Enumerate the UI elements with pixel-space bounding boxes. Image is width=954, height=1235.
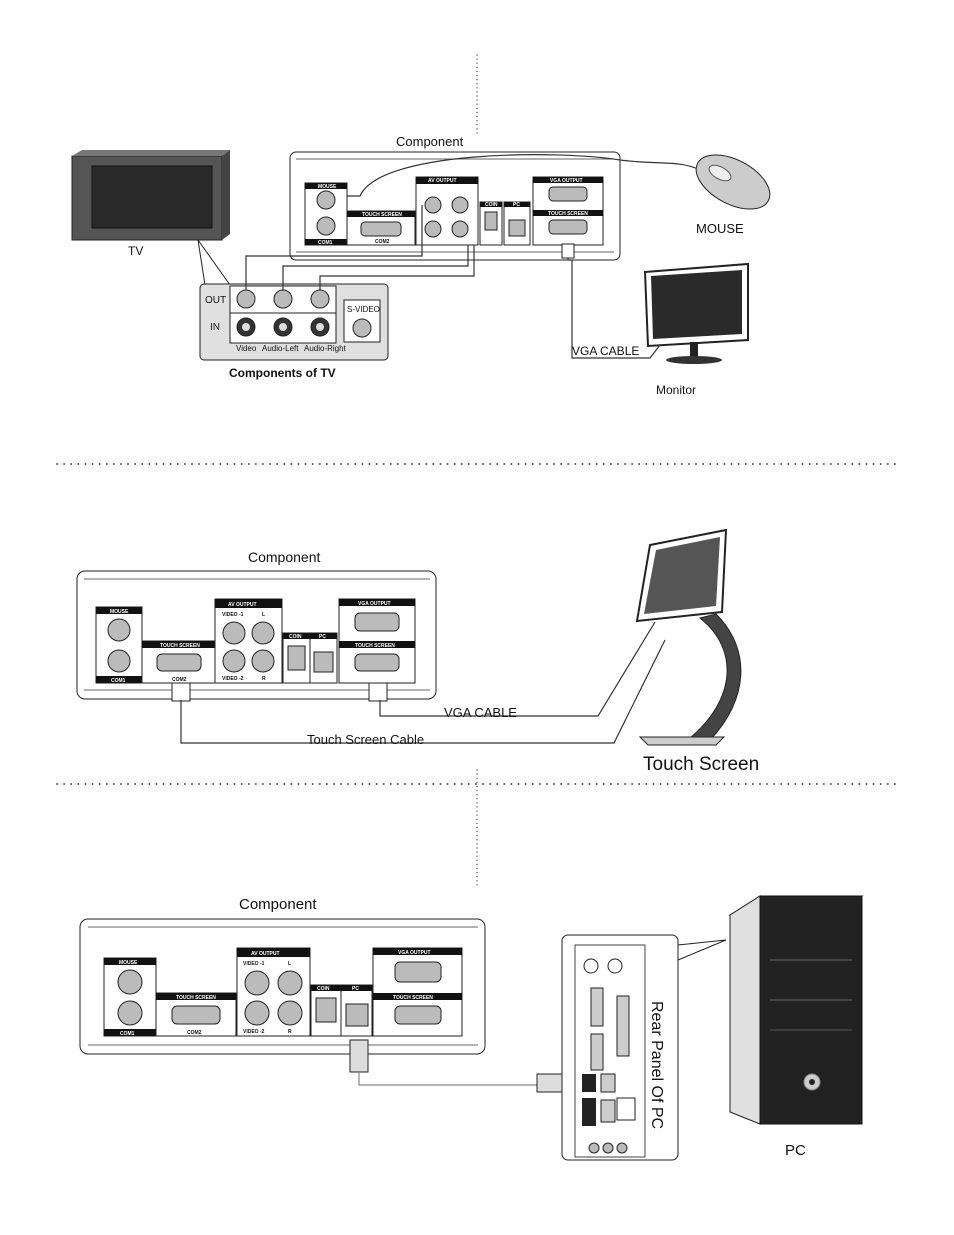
component-panel-3: MOUSE COM1 TOUCH SCREEN COM2 AV OUTPUT V… bbox=[79, 918, 486, 1055]
av-output-label-3: AV OUTPUT bbox=[251, 951, 280, 957]
av-cable-video bbox=[245, 205, 423, 290]
vga-output-label: VGA OUTPUT bbox=[550, 178, 583, 184]
pc-label: PC bbox=[785, 1142, 806, 1159]
touch-screen-label-3: TOUCH SCREEN bbox=[393, 995, 433, 1001]
touchscreen-label-2: TOUCH SCREEN bbox=[160, 643, 200, 649]
av-output-label: AV OUTPUT bbox=[428, 178, 457, 184]
touch-screen-label: Touch Screen bbox=[643, 754, 759, 775]
touch-screen-label: TOUCH SCREEN bbox=[548, 211, 588, 217]
mouse-port-label-3: MOUSE bbox=[119, 960, 138, 966]
video1-label-3: VIDEO -1 bbox=[243, 961, 265, 967]
com1-label-3: COM1 bbox=[120, 1031, 135, 1037]
tv-illustration bbox=[71, 150, 230, 241]
com2-label-3: COM2 bbox=[187, 1030, 202, 1036]
component-title-1: Component bbox=[396, 134, 464, 149]
touchscreen-label-3: TOUCH SCREEN bbox=[176, 995, 216, 1001]
in-label: IN bbox=[210, 322, 220, 333]
r-label-2: R bbox=[262, 676, 266, 682]
pc-label-3: PC bbox=[352, 986, 359, 992]
vga-output-label-3: VGA OUTPUT bbox=[398, 950, 431, 956]
com1-label: COM1 bbox=[318, 240, 333, 246]
coin-label-2: COIN bbox=[289, 634, 302, 640]
rear-panel-label: Rear Panel Of PC bbox=[648, 1001, 665, 1129]
com1-port bbox=[316, 216, 336, 236]
section-pc: Component MOUSE COM1 TOUCH SCREEN COM2 A… bbox=[79, 769, 864, 1161]
video2-label-2: VIDEO -2 bbox=[222, 676, 244, 682]
vga-cable-2 bbox=[379, 621, 656, 717]
touchscreen-label: TOUCH SCREEN bbox=[362, 212, 402, 218]
section-touch-screen: Component MOUSE COM1 TOUCH SCREEN COM2 A… bbox=[76, 528, 759, 775]
l-label-3: L bbox=[288, 961, 291, 967]
tv-components-title: Components of TV bbox=[229, 366, 336, 380]
component-panel-2: MOUSE COM1 TOUCH SCREEN COM2 AV OUTPUT V… bbox=[76, 570, 437, 700]
l-label-2: L bbox=[262, 612, 265, 618]
touch-screen-label-2: TOUCH SCREEN bbox=[355, 643, 395, 649]
r-label-3: R bbox=[288, 1029, 292, 1035]
video1-label-2: VIDEO -1 bbox=[222, 612, 244, 618]
tv-components-panel bbox=[197, 239, 389, 361]
video-label: Video bbox=[236, 344, 257, 353]
touch-cable-label: Touch Screen Cable bbox=[307, 732, 424, 747]
video2-label-3: VIDEO -2 bbox=[243, 1029, 265, 1035]
mouse-port-label: MOUSE bbox=[318, 184, 337, 190]
usb-cable bbox=[358, 1072, 537, 1086]
mouse-label: MOUSE bbox=[696, 221, 744, 236]
com2-label-2: COM2 bbox=[172, 677, 187, 683]
pc-label-2: PC bbox=[319, 634, 326, 640]
section-tv-monitor: TV MOUSE COM1 TOUCH SCREEN COM2 AV OUTPU… bbox=[71, 54, 771, 397]
component-title-3: Component bbox=[239, 896, 317, 913]
mouse-illustration bbox=[347, 154, 771, 210]
av-output-label-2: AV OUTPUT bbox=[228, 602, 257, 608]
vga-cable-label-2: VGA CABLE bbox=[444, 705, 517, 720]
component-panel-1: MOUSE COM1 TOUCH SCREEN COM2 AV OUTPUT C… bbox=[289, 151, 621, 261]
touch-screen-cable bbox=[180, 639, 666, 744]
tv-label: TV bbox=[128, 244, 143, 258]
coin-label-3: COIN bbox=[317, 986, 330, 992]
touch-screen-illustration bbox=[635, 528, 742, 746]
av-cable-left bbox=[282, 245, 469, 290]
com2-label: COM2 bbox=[375, 239, 390, 245]
vga-output-label-2: VGA OUTPUT bbox=[358, 601, 391, 607]
com2-port bbox=[360, 221, 402, 237]
av-cable-right bbox=[319, 245, 475, 290]
monitor-illustration bbox=[643, 262, 749, 364]
pc-tower-illustration bbox=[728, 895, 864, 1125]
coin-label: COIN bbox=[485, 202, 498, 208]
mouse-port bbox=[316, 190, 336, 210]
audio-right-label: Audio-Right bbox=[304, 344, 347, 353]
out-label: OUT bbox=[205, 295, 226, 306]
com1-label-2: COM1 bbox=[111, 678, 126, 684]
mouse-port-label-2: MOUSE bbox=[110, 609, 129, 615]
pc-label: PC bbox=[513, 202, 520, 208]
vga-cable-label-1: VGA CABLE bbox=[572, 344, 639, 358]
pc-rear-panel bbox=[561, 934, 727, 1161]
monitor-label: Monitor bbox=[656, 383, 696, 397]
component-title-2: Component bbox=[248, 549, 320, 565]
svideo-label: S-VIDEO bbox=[347, 305, 380, 314]
audio-left-label: Audio-Left bbox=[262, 344, 299, 353]
